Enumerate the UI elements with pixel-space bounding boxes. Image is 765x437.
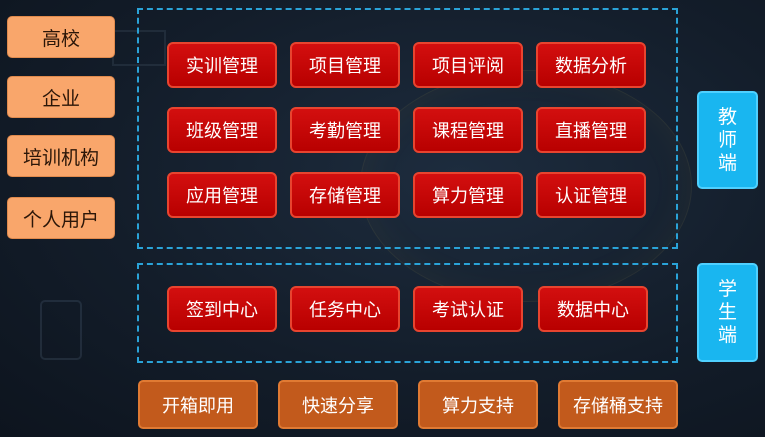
module-compute-management[interactable]: 算力管理 bbox=[413, 172, 523, 218]
feature-bucket-storage-support-button[interactable]: 存储桶支持 bbox=[558, 380, 678, 429]
module-live-management[interactable]: 直播管理 bbox=[536, 107, 646, 153]
phone-icon bbox=[40, 300, 82, 360]
category-enterprise-button[interactable]: 企业 bbox=[7, 76, 115, 118]
student-side-label: 学生端 bbox=[697, 263, 758, 362]
feature-compute-support-button[interactable]: 算力支持 bbox=[418, 380, 538, 429]
teacher-side-label-text: 教师端 bbox=[717, 105, 737, 174]
module-application-management[interactable]: 应用管理 bbox=[167, 172, 277, 218]
feature-out-of-box-button[interactable]: 开箱即用 bbox=[138, 380, 258, 429]
student-module-group bbox=[137, 263, 678, 363]
module-data-analysis[interactable]: 数据分析 bbox=[536, 42, 646, 88]
category-individual-user-button[interactable]: 个人用户 bbox=[7, 197, 115, 239]
module-class-management[interactable]: 班级管理 bbox=[167, 107, 277, 153]
category-university-button[interactable]: 高校 bbox=[7, 16, 115, 58]
category-training-institution-button[interactable]: 培训机构 bbox=[7, 135, 115, 177]
module-storage-management[interactable]: 存储管理 bbox=[290, 172, 400, 218]
module-exam-certification[interactable]: 考试认证 bbox=[413, 286, 523, 332]
module-check-in-center[interactable]: 签到中心 bbox=[167, 286, 277, 332]
module-task-center[interactable]: 任务中心 bbox=[290, 286, 400, 332]
module-course-management[interactable]: 课程管理 bbox=[413, 107, 523, 153]
teacher-side-label: 教师端 bbox=[697, 91, 758, 189]
teacher-module-group bbox=[137, 8, 678, 249]
module-data-center[interactable]: 数据中心 bbox=[538, 286, 648, 332]
feature-quick-share-button[interactable]: 快速分享 bbox=[278, 380, 398, 429]
student-side-label-text: 学生端 bbox=[717, 278, 737, 346]
module-project-review[interactable]: 项目评阅 bbox=[413, 42, 523, 88]
module-attendance-management[interactable]: 考勤管理 bbox=[290, 107, 400, 153]
module-certification-management[interactable]: 认证管理 bbox=[536, 172, 646, 218]
module-training-management[interactable]: 实训管理 bbox=[167, 42, 277, 88]
module-project-management[interactable]: 项目管理 bbox=[290, 42, 400, 88]
